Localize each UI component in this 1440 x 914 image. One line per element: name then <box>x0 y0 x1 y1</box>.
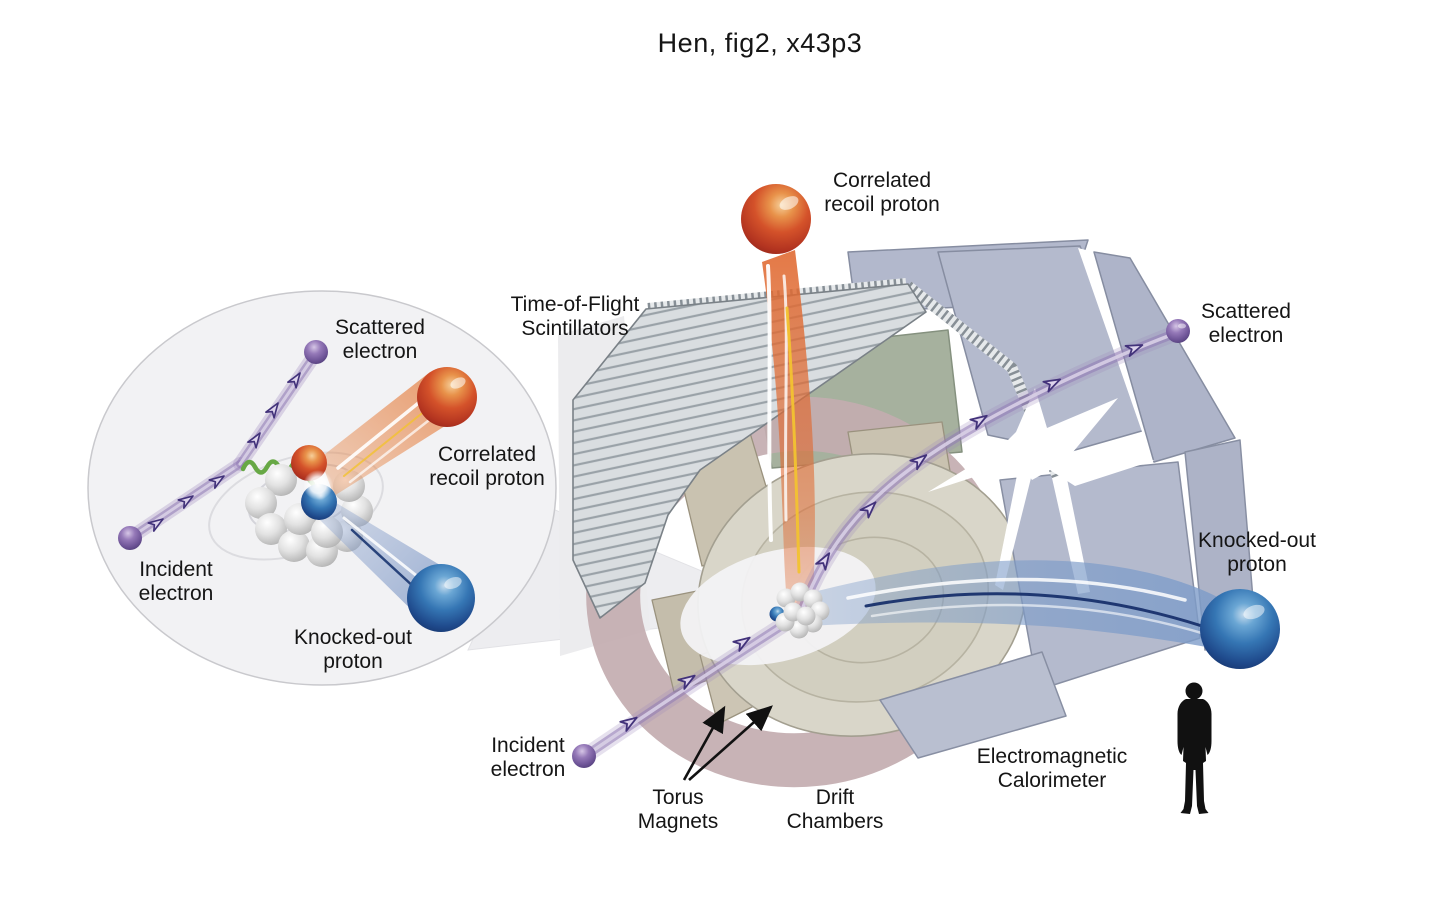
incident-electron-track <box>580 606 808 762</box>
label-incident-electron: Incident electron <box>490 734 566 782</box>
torus-magnet-arrows <box>682 705 773 781</box>
label-electromagnetic-calorimeter: Electromagnetic Calorimeter <box>976 745 1128 793</box>
inset-recoil-proton-sphere <box>417 367 477 427</box>
label-torus-magnets: Torus Magnets <box>637 786 719 834</box>
scattered-electron-sphere <box>1166 319 1190 343</box>
incident-electron-sphere <box>572 744 596 768</box>
calorimeter-block-bottom <box>879 651 1067 759</box>
knockout-proton-beam <box>806 560 1252 656</box>
figure-title: Hen, fig2, x43p3 <box>657 28 863 58</box>
label-scattered-electron: Scattered electron <box>1201 300 1291 348</box>
inset-label-scattered-electron: Scattered electron <box>335 316 425 364</box>
nucleus-cluster <box>769 582 830 639</box>
scattered-electron-track <box>794 325 1184 618</box>
human-figure-scale <box>1177 682 1212 814</box>
label-time-of-flight-scintillators: Time-of-Flight Scintillators <box>510 293 640 341</box>
inset-scattered-electron-sphere <box>304 340 328 364</box>
inset-scattered-electron-track <box>233 346 323 471</box>
inset-incident-electron-sphere <box>118 526 142 550</box>
label-correlated-recoil-proton: Correlated recoil proton <box>824 169 940 217</box>
inset-zoom-circle <box>87 290 557 686</box>
inset-knockout-proton-sphere <box>407 564 475 632</box>
knockout-proton-sphere <box>1200 589 1280 669</box>
inset-label-correlated-recoil-proton: Correlated recoil proton <box>429 443 545 491</box>
inset-label-knocked-out-proton: Knocked-out proton <box>294 626 412 674</box>
core-white-region <box>680 546 876 666</box>
calorimeter-wedge-2 <box>1093 251 1236 463</box>
recoil-proton-sphere <box>741 184 811 254</box>
inset-struck-pair <box>291 445 337 520</box>
recoil-proton-beam <box>762 250 815 614</box>
label-knocked-out-proton: Knocked-out proton <box>1198 529 1316 577</box>
label-drift-chambers: Drift Chambers <box>786 786 884 834</box>
inset-label-incident-electron: Incident electron <box>138 558 214 606</box>
